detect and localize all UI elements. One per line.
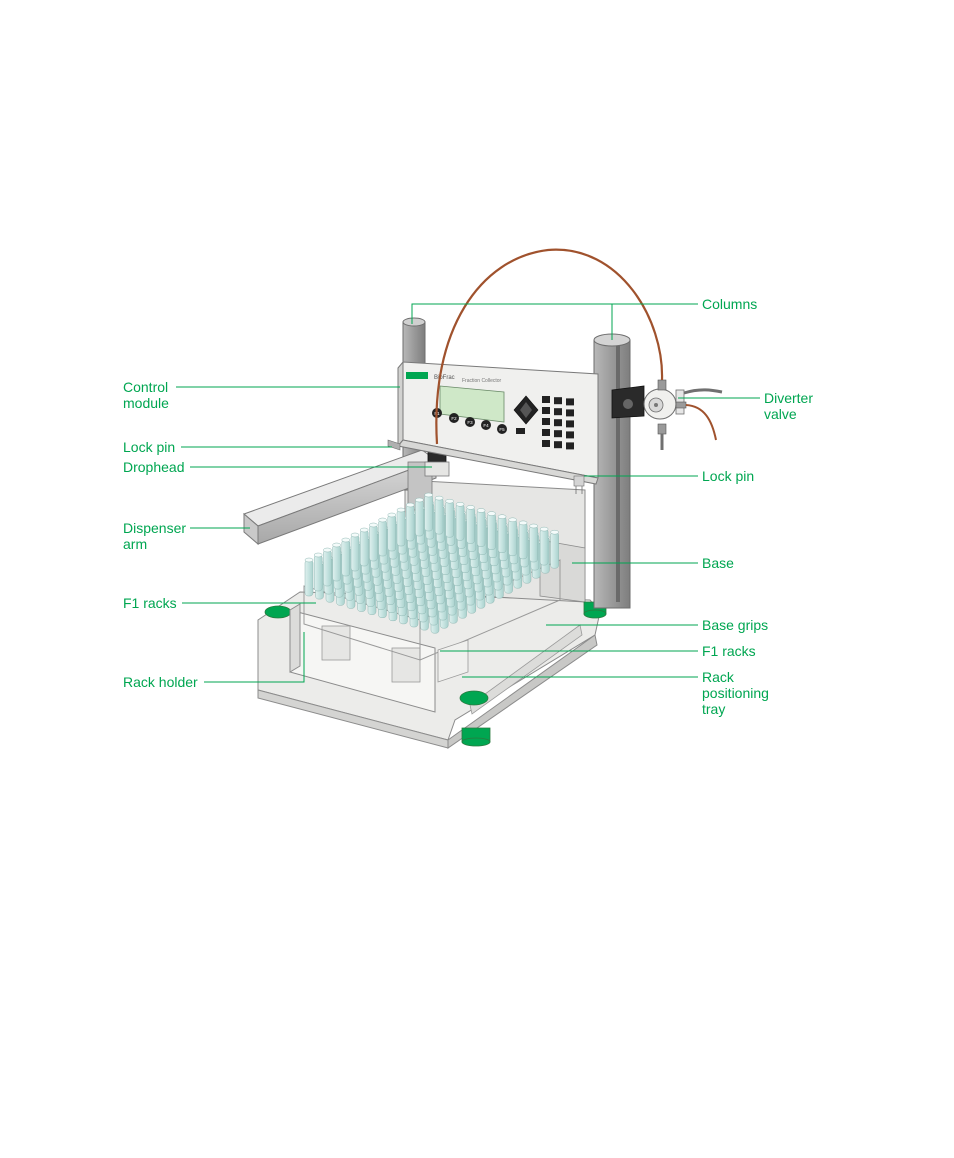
label-columns: Columns [702,296,757,312]
label-line: Control [123,379,169,395]
label-line: Dispenser [123,520,186,536]
label-f1-racks-right: F1 racks [702,643,756,659]
label-rack-holder: Rack holder [123,674,198,690]
label-line: arm [123,536,186,552]
label-line: positioning [702,685,769,701]
label-f1-racks-left: F1 racks [123,595,177,611]
label-diverter-valve: Diverter valve [764,390,813,422]
label-lock-pin-right: Lock pin [702,468,754,484]
label-line: Diverter [764,390,813,406]
label-line: tray [702,701,769,717]
label-lock-pin-left: Lock pin [123,439,175,455]
label-line: Rack [702,669,769,685]
label-control-module: Control module [123,379,169,411]
label-rack-positioning-tray: Rack positioning tray [702,669,769,717]
label-line: module [123,395,169,411]
label-base-grips: Base grips [702,617,768,633]
label-base: Base [702,555,734,571]
label-line: valve [764,406,813,422]
label-dispenser-arm: Dispenser arm [123,520,186,552]
leader-columns [412,304,698,324]
leader-rack-holder [204,632,304,682]
label-drophead: Drophead [123,459,185,475]
